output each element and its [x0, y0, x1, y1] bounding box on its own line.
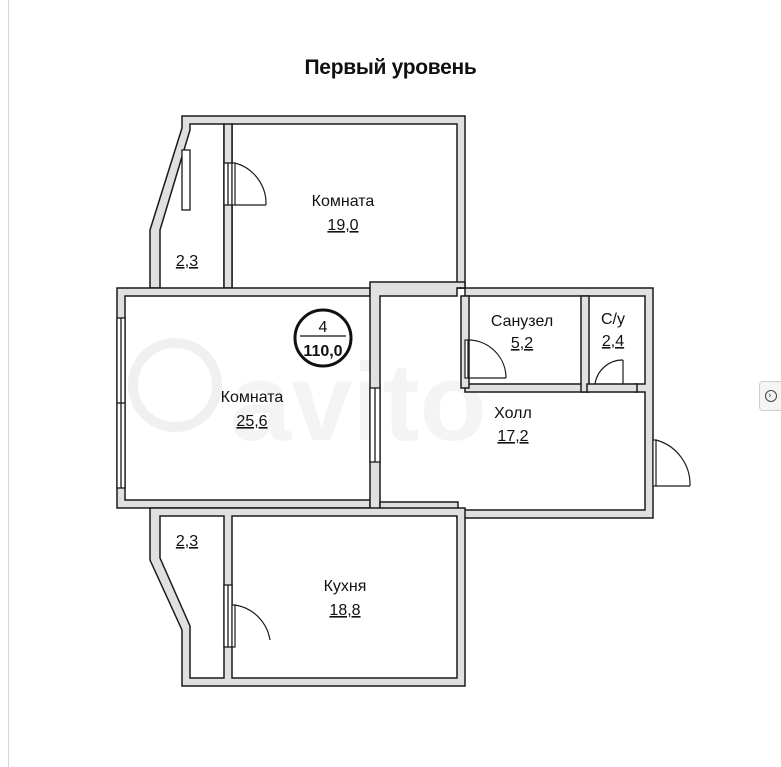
wall-toilet-bottom	[586, 383, 638, 393]
loggia-top-area: 2,3	[176, 253, 198, 270]
door-toilet	[594, 359, 624, 385]
toilet-name: С/у	[601, 311, 625, 328]
loggia-bottom-area: 2,3	[176, 533, 198, 550]
chevron-right-circle-icon	[765, 390, 777, 402]
next-image-button[interactable]: ›	[759, 381, 781, 411]
room-top-area: 19,0	[327, 217, 358, 234]
door-entrance	[652, 439, 691, 487]
wall-loggia-divider-top	[223, 123, 233, 289]
room-main-area: 25,6	[236, 413, 267, 430]
room-top-name: Комната	[312, 193, 375, 210]
left-edge-line	[8, 0, 9, 767]
bathroom-area: 5,2	[511, 335, 533, 352]
toilet-area: 2,4	[602, 333, 624, 350]
hall-area: 17,2	[497, 428, 528, 445]
door-top-room	[231, 162, 267, 206]
hall-name: Холл	[494, 405, 532, 422]
svg-text:avito: avito	[230, 341, 487, 464]
wall-service-block	[456, 287, 654, 519]
apartment-badge: 4 110,0	[293, 308, 353, 368]
apartment-total-area: 110,0	[303, 343, 342, 360]
kitchen-name: Кухня	[324, 578, 367, 595]
kitchen-area: 18,8	[329, 602, 360, 619]
watermark: avito	[128, 338, 487, 464]
room-main-name: Комната	[221, 389, 284, 406]
page-title: Первый уровень	[304, 56, 477, 79]
apartment-number: 4	[319, 319, 328, 336]
door-bathroom	[464, 339, 507, 379]
window-loggia-top	[181, 149, 191, 211]
door-kitchen	[231, 604, 271, 648]
wall-bath-bottom	[464, 383, 588, 393]
wall-bath-divider	[580, 295, 590, 393]
bathroom-name: Санузел	[491, 313, 553, 330]
